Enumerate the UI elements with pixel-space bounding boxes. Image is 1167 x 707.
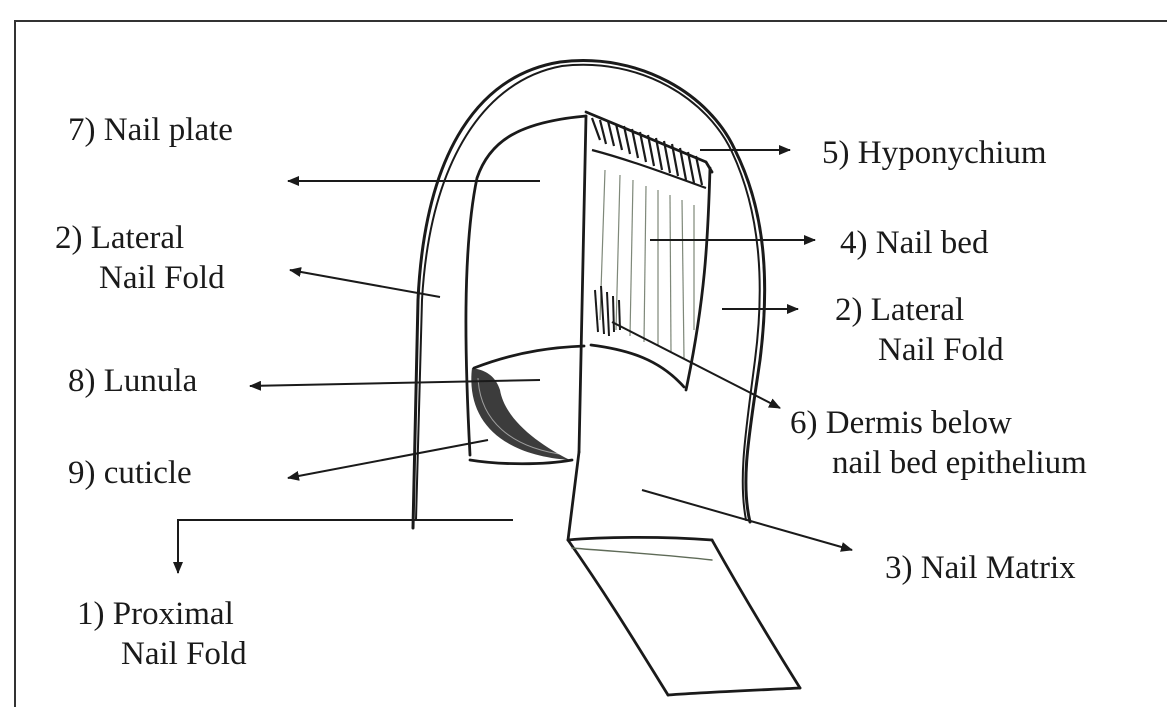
label-proximal-nail-fold: 1) Proximal Nail Fold xyxy=(77,594,247,674)
label-proximal-line2: Nail Fold xyxy=(77,634,247,674)
label-dermis-line2: nail bed epithelium xyxy=(790,443,1087,483)
label-lateral-left-line1: 2) Lateral xyxy=(55,218,225,258)
label-nail-bed: 4) Nail bed xyxy=(840,223,988,263)
label-nail-plate-text: 7) Nail plate xyxy=(68,110,233,150)
leader-arrows xyxy=(178,150,852,573)
arrow-proximal xyxy=(178,520,513,573)
label-nail-bed-text: 4) Nail bed xyxy=(840,223,988,263)
label-lunula: 8) Lunula xyxy=(68,361,197,401)
label-hyponychium: 5) Hyponychium xyxy=(822,133,1047,173)
label-dermis-line1: 6) Dermis below xyxy=(790,403,1087,443)
nail-matrix-outline xyxy=(568,452,800,695)
label-lateral-right-line2: Nail Fold xyxy=(835,330,1004,370)
label-hyponychium-text: 5) Hyponychium xyxy=(822,133,1047,173)
label-proximal-line1: 1) Proximal xyxy=(77,594,247,634)
label-lateral-left-line2: Nail Fold xyxy=(55,258,225,298)
label-dermis: 6) Dermis below nail bed epithelium xyxy=(790,403,1087,483)
label-lateral-nail-fold-right: 2) Lateral Nail Fold xyxy=(835,290,1004,370)
label-lateral-right-line1: 2) Lateral xyxy=(835,290,1004,330)
arrow-cuticle xyxy=(288,440,488,478)
label-cuticle-text: 9) cuticle xyxy=(68,453,192,493)
label-nail-plate: 7) Nail plate xyxy=(68,110,233,150)
hyponychium-hatching xyxy=(592,118,706,188)
label-cuticle: 9) cuticle xyxy=(68,453,192,493)
label-nail-matrix-text: 3) Nail Matrix xyxy=(885,548,1076,588)
label-lunula-text: 8) Lunula xyxy=(68,361,197,401)
label-nail-matrix: 3) Nail Matrix xyxy=(885,548,1076,588)
label-lateral-nail-fold-left: 2) Lateral Nail Fold xyxy=(55,218,225,298)
